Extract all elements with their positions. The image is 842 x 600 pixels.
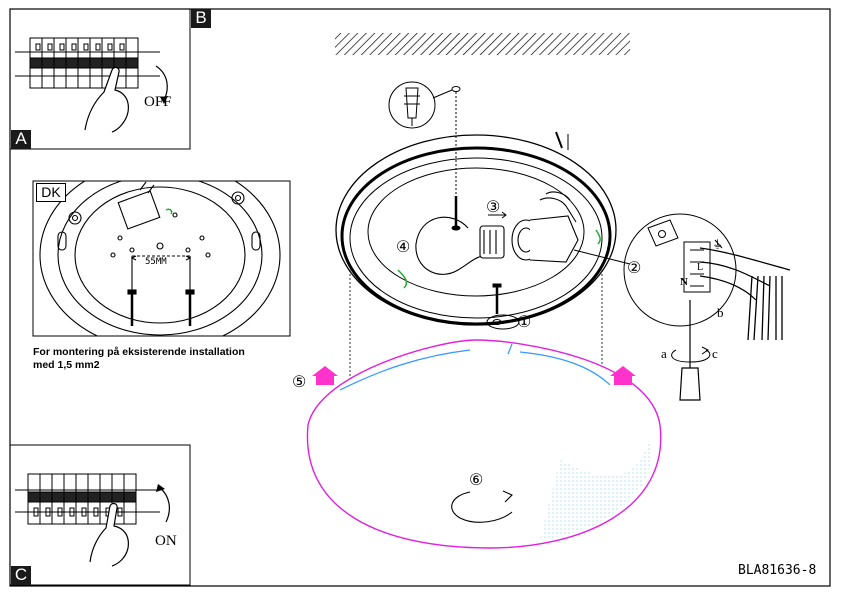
step-4-label: ④ [396,239,411,256]
wall-plug-callout [388,81,461,200]
panel-mounting-plate [32,180,291,337]
wall-plug-icon [405,87,419,119]
panel-a-label: A [11,130,31,149]
wire-c-label: c [712,346,718,361]
rotate-up-arrow-icon [159,487,170,523]
bulb-icon [415,216,505,275]
caption-line-2: med 1,5 mm2 [33,358,100,371]
mains-cables-icon [747,275,783,341]
screwdriver-icon [679,300,701,401]
spacing-label: 55MM [145,257,167,267]
step-6-label: ⑥ [469,472,484,489]
wire-b-label: b [717,305,724,320]
panel-c-label: C [11,566,31,585]
lift-arrow-right-icon [610,366,636,385]
earth-icon: ⏚ [712,238,723,251]
dk-label: DK [36,183,66,202]
step-3-label: ③ [486,199,501,216]
arrow-insert-icon [488,211,507,219]
panel-b-label: B [191,9,211,28]
off-label: OFF [144,94,172,110]
lamp-socket-icon [511,191,579,263]
hand-icon [84,66,129,133]
rotate-screw-arrow-icon [671,349,711,363]
on-label: ON [155,533,177,549]
breaker-strip-icon [15,37,160,89]
step-5-label: ⑤ [292,374,307,391]
screw-left-icon [127,289,137,326]
wire-a-label: a [661,346,667,361]
screw-right-icon [185,289,195,326]
panel-switch-on [9,444,191,586]
panel-switch-off [9,8,191,150]
neutral-label: N [680,276,688,288]
breaker-strip-on-icon [15,473,160,525]
screw-top-icon [451,196,461,231]
live-label: L [697,262,704,273]
mounting-caption: For montering på eksisterende installati… [33,346,293,371]
screw-bottom-icon [486,283,520,330]
lift-arrow-left-icon [312,366,338,385]
page-frame [9,8,831,587]
terminal-clamp-icon [647,219,711,293]
wiring-callout [573,213,791,401]
hand-on-icon [89,502,129,567]
glass-diffuser [306,339,662,549]
step-1-label: ① [517,314,532,331]
ceiling-hatch [335,33,630,55]
terminal-block-icon [117,181,161,230]
reference-code: BLA81636-8 [738,563,817,578]
step-2-label: ② [627,260,642,277]
caption-line-1: For montering på eksisterende installati… [33,346,245,358]
rotate-diffuser-arrow-icon [451,491,513,523]
fixture-base [335,131,617,326]
